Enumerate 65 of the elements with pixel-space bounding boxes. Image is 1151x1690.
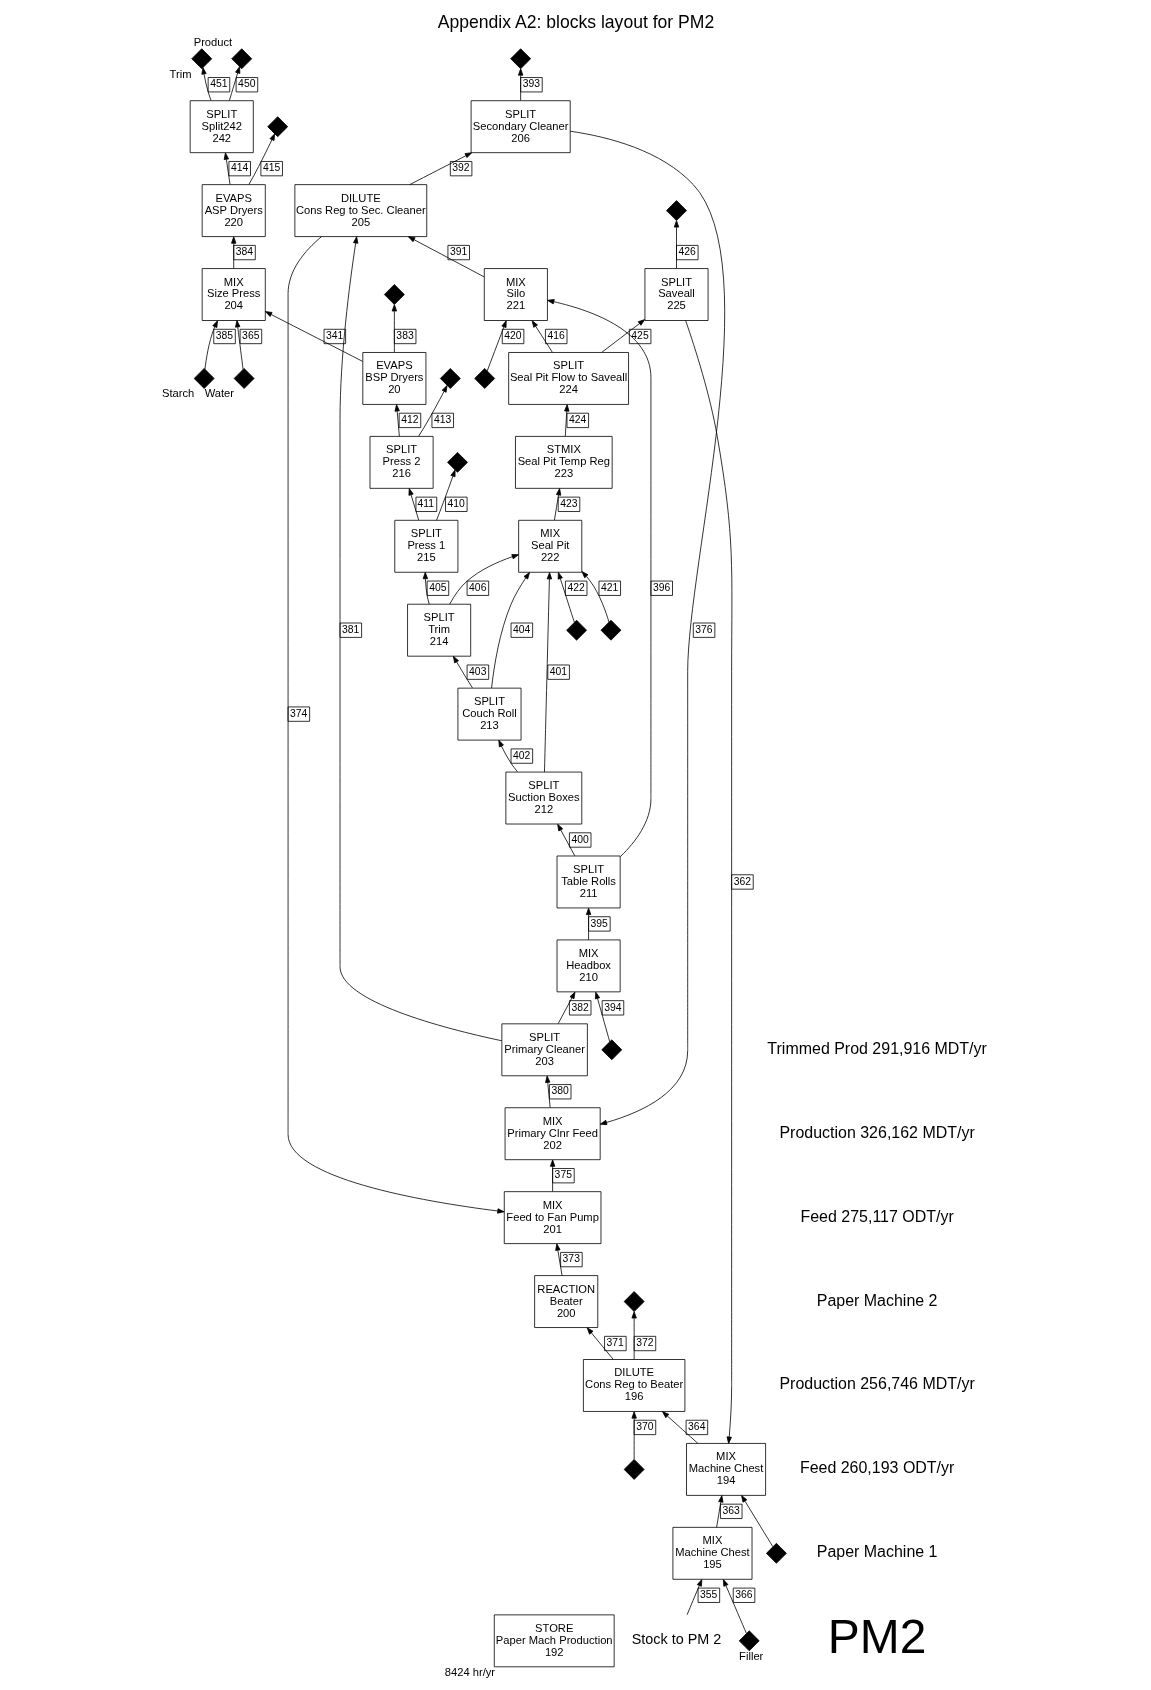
node-label: 8424 hr/yr xyxy=(444,1665,495,1678)
edge-label: 364 xyxy=(687,1421,705,1433)
edge-label: 401 xyxy=(549,665,567,677)
node-label: Filler xyxy=(738,1649,763,1662)
edge-label: 370 xyxy=(635,1421,653,1433)
edge-label: 384 xyxy=(235,246,253,258)
label: PM2 xyxy=(827,1609,926,1663)
label: Production 256,746 MDT/yr xyxy=(778,1375,975,1393)
label: Paper Machine 1 xyxy=(816,1543,937,1561)
edge-label: 400 xyxy=(570,833,589,845)
edge-label: 425 xyxy=(630,330,649,342)
edge-label: 414 xyxy=(230,162,248,174)
node-label: Water xyxy=(204,387,234,400)
edge-label: 391 xyxy=(449,246,467,258)
node-label: Product xyxy=(193,35,232,48)
node-label: Trim xyxy=(169,67,192,80)
edge-label: 373 xyxy=(562,1253,580,1265)
edge-label: 426 xyxy=(678,246,696,258)
edge-label: 381 xyxy=(341,623,359,635)
edge-label: 395 xyxy=(590,917,608,929)
edge-label: 403 xyxy=(468,665,486,677)
edge-label: 396 xyxy=(652,581,670,593)
label: Production 326,162 MDT/yr xyxy=(778,1123,975,1141)
edge-label: 363 xyxy=(721,1505,740,1517)
edge-label: 366 xyxy=(734,1589,753,1600)
node-label: Starch xyxy=(161,387,194,400)
edge-label: 413 xyxy=(433,414,451,426)
edge-label: 422 xyxy=(566,581,585,593)
edge-label: 402 xyxy=(512,749,530,761)
edge-label: 382 xyxy=(570,1001,589,1013)
edge-label: 355 xyxy=(699,1589,717,1600)
edge-label: 380 xyxy=(550,1085,569,1097)
edge-label: 362 xyxy=(733,875,751,887)
edge-label: 375 xyxy=(554,1169,572,1181)
edge-label: 404 xyxy=(512,623,530,635)
label: Feed 260,193 ODT/yr xyxy=(799,1459,954,1477)
edge-label: 376 xyxy=(694,623,713,635)
edge-label: 412 xyxy=(400,414,418,426)
edge-label: 341 xyxy=(325,330,343,342)
edge-label: 423 xyxy=(559,498,578,510)
edge-label: 394 xyxy=(603,1001,621,1013)
label: Paper Machine 2 xyxy=(816,1291,937,1309)
edge-label: 424 xyxy=(568,414,586,426)
node-text: Stock to PM 2 xyxy=(631,1631,721,1648)
edge-label: 371 xyxy=(606,1337,624,1349)
label: Trimmed Prod 291,916 MDT/yr xyxy=(766,1039,987,1057)
edge-label: 372 xyxy=(635,1337,653,1349)
edge-label: 415 xyxy=(262,162,280,174)
edge-label: 406 xyxy=(468,581,486,593)
edge-label: 451 xyxy=(209,78,227,90)
edge-label: 383 xyxy=(395,330,414,342)
edge-label: 374 xyxy=(289,707,307,719)
edge-label: 411 xyxy=(417,498,434,510)
edge-label: 420 xyxy=(503,330,522,342)
edge-label: 410 xyxy=(447,498,465,510)
edge-label: 405 xyxy=(428,581,446,593)
edge-label: 416 xyxy=(546,330,565,342)
edge-label: 450 xyxy=(237,78,255,90)
edge-label: 385 xyxy=(215,330,233,342)
label: Feed 275,117 ODT/yr xyxy=(799,1207,954,1225)
edge-label: 392 xyxy=(451,162,470,174)
edge-label: 365 xyxy=(241,330,259,342)
edge-label: 393 xyxy=(522,78,540,90)
edge-label: 421 xyxy=(600,581,618,593)
diagram-title: Appendix A2: blocks layout for PM2 xyxy=(437,12,714,33)
